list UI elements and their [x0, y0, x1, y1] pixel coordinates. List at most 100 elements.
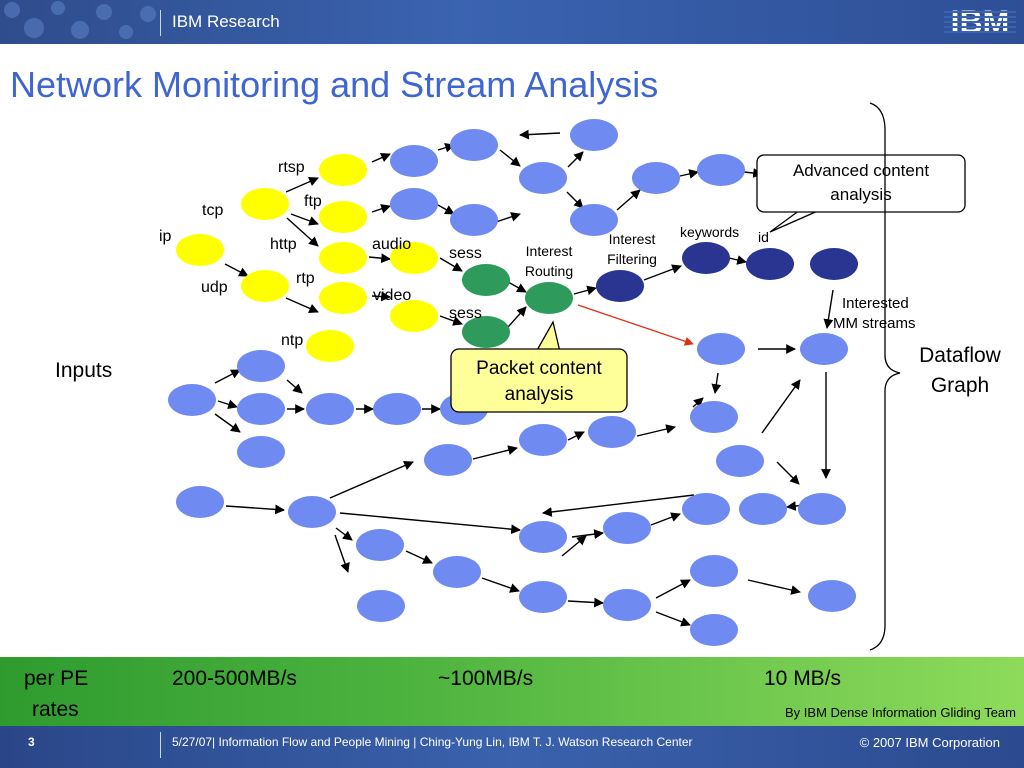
node-b3: [433, 556, 481, 588]
label-ftp: ftp: [304, 193, 322, 210]
node-r7: [798, 493, 846, 525]
label-interest-routing-1: Interest: [526, 243, 573, 259]
edge: [371, 291, 391, 302]
node-b8: [690, 555, 738, 587]
packet-callout-line1: Packet content: [476, 358, 602, 379]
node-audio: [390, 242, 438, 274]
edge: [573, 285, 597, 296]
node-t6: [519, 162, 567, 194]
packet-callout-pointer: [534, 320, 561, 353]
edge: [655, 579, 691, 599]
label-interest-routing-2: Routing: [525, 263, 573, 279]
edge: [224, 263, 249, 277]
label-sess-2: sess: [449, 305, 482, 322]
edge: [507, 281, 527, 293]
node-t1: [390, 145, 438, 177]
edge: [567, 151, 584, 168]
node-b1: [356, 529, 404, 561]
edge: [728, 255, 747, 265]
node-b5: [519, 581, 567, 613]
edge: [776, 461, 800, 485]
header-divider: [160, 10, 161, 36]
label-video: video: [373, 287, 411, 304]
callouts-layer: Advanced content analysis Packet content…: [450, 154, 966, 413]
edge: [405, 550, 433, 564]
node-b2: [357, 590, 405, 622]
node-ip: [176, 234, 224, 266]
node-mm: [810, 248, 858, 280]
edge: [542, 494, 695, 517]
node-rtsp: [319, 154, 367, 186]
edge: [217, 399, 238, 410]
edge: [439, 257, 463, 272]
slide-number: 3: [28, 735, 35, 749]
node-rtp: [319, 282, 367, 314]
node-t3: [450, 129, 498, 161]
org-name: IBM Research: [172, 12, 280, 31]
node-ftp: [319, 201, 367, 233]
label-sess-1: sess: [449, 245, 482, 262]
node-t2: [390, 188, 438, 220]
node-r5: [682, 493, 730, 525]
copyright: © 2007 IBM Corporation: [859, 735, 1000, 750]
edge: [567, 431, 585, 441]
nodes-layer: [168, 119, 858, 646]
edge: [286, 217, 319, 247]
edges-layer: [214, 129, 834, 627]
label-audio: audio: [372, 236, 411, 253]
label-rtsp: rtsp: [278, 159, 305, 176]
edge-packet-analysis: [577, 304, 694, 346]
node-udp: [241, 270, 289, 302]
node-r1: [697, 333, 745, 365]
label-tcp: tcp: [202, 202, 223, 219]
node-l7: [288, 496, 336, 528]
packet-callout-line2: analysis: [505, 384, 574, 405]
header-decoration: [4, 1, 156, 39]
node-http: [319, 242, 367, 274]
label-ntp: ntp: [281, 332, 303, 349]
node-interest-filtering: [596, 270, 644, 302]
edge: [692, 397, 704, 408]
edge: [214, 369, 241, 384]
edge: [519, 129, 561, 140]
edge: [285, 177, 319, 193]
edge: [481, 577, 520, 593]
label-interest-filtering-1: Interest: [609, 231, 656, 247]
edge: [439, 315, 463, 326]
label-id: id: [758, 229, 769, 245]
edge: [761, 379, 801, 434]
credit-text: By IBM Dense Information Gliding Team: [785, 705, 1016, 720]
node-m4: [588, 416, 636, 448]
label-interested-1: Interested: [842, 295, 909, 312]
node-tcp: [241, 188, 289, 220]
node-b4: [519, 521, 567, 553]
edge: [329, 461, 414, 499]
advanced-callout-pointer: [769, 209, 821, 233]
node-b10: [808, 580, 856, 612]
node-t9: [697, 154, 745, 186]
edge: [499, 149, 521, 167]
advanced-callout-line1: Advanced content: [793, 161, 929, 180]
node-l4: [306, 393, 354, 425]
inputs-label: Inputs: [55, 359, 112, 382]
node-m2: [519, 424, 567, 456]
rate-stage-2: ~100MB/s: [438, 667, 534, 690]
edge: [495, 212, 521, 223]
rates-band: per PE rates 200-500MB/s ~100MB/s 10 MB/…: [0, 657, 1024, 726]
node-m1: [424, 444, 472, 476]
edge: [650, 512, 681, 526]
edge: [290, 213, 319, 226]
node-l3: [237, 436, 285, 468]
header-bar: IBM Research IBM: [0, 0, 1024, 44]
label-rtp: rtp: [296, 270, 315, 287]
rate-stage-3: 10 MB/s: [764, 667, 842, 690]
node-l1: [237, 350, 285, 382]
labels-layer: rtsp ftp tcp ip http audio sess rtp udp …: [55, 159, 1002, 397]
advanced-callout-line2: analysis: [830, 185, 891, 204]
label-http: http: [270, 236, 297, 253]
label-interest-filtering-2: Filtering: [607, 251, 657, 267]
node-r3: [690, 401, 738, 433]
edge: [823, 289, 834, 329]
edge: [368, 253, 391, 264]
edge: [286, 379, 303, 394]
